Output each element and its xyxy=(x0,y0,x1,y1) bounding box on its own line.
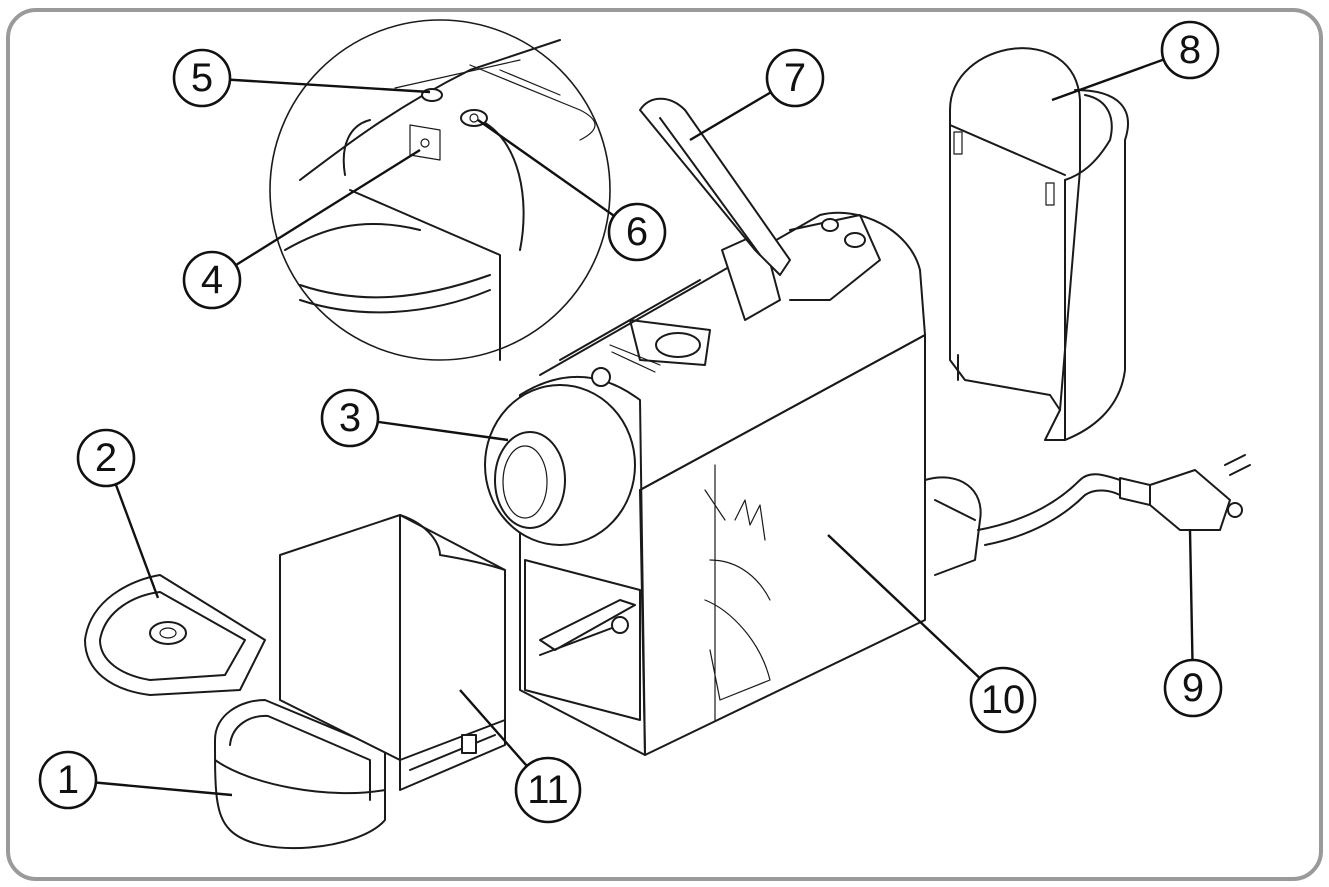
machine-body-part xyxy=(484,211,982,756)
capsule-container-part xyxy=(279,514,506,791)
callout-9: 9 xyxy=(1163,658,1223,718)
callout-5: 5 xyxy=(172,48,232,108)
callout-3: 3 xyxy=(320,388,380,448)
callout-9-label: 9 xyxy=(1182,666,1204,710)
callout-8-label: 8 xyxy=(1179,28,1201,72)
callout-3-label: 3 xyxy=(339,396,361,440)
leader-lines xyxy=(67,48,1195,797)
leader-10 xyxy=(827,534,1004,701)
drip-tray-part xyxy=(214,699,386,850)
callout-11-label: 11 xyxy=(527,768,569,812)
callout-4-label: 4 xyxy=(201,258,223,302)
power-cord-part xyxy=(977,454,1251,546)
callout-6: 6 xyxy=(607,202,667,262)
callout-4: 4 xyxy=(182,250,242,310)
leader-6 xyxy=(477,119,638,233)
water-tank-part xyxy=(949,47,1129,441)
callout-5-label: 5 xyxy=(191,56,213,100)
diagram-frame xyxy=(6,8,1323,881)
callout-1-label: 1 xyxy=(57,758,79,802)
lever-arm-part xyxy=(639,97,791,276)
callout-6-label: 6 xyxy=(626,210,648,254)
callout-7: 7 xyxy=(765,48,825,108)
callout-2: 2 xyxy=(76,428,136,488)
callout-1: 1 xyxy=(38,750,98,810)
leader-4 xyxy=(211,148,421,282)
drip-grid-part xyxy=(84,574,266,696)
callout-10-label: 10 xyxy=(981,678,1026,722)
callout-8: 8 xyxy=(1160,20,1220,80)
callout-2-label: 2 xyxy=(95,436,117,480)
callout-10: 10 xyxy=(969,666,1037,734)
leader-5 xyxy=(201,76,431,94)
callout-7-label: 7 xyxy=(784,56,806,100)
callout-11: 11 xyxy=(514,756,582,824)
detail-magnifier xyxy=(269,19,611,361)
